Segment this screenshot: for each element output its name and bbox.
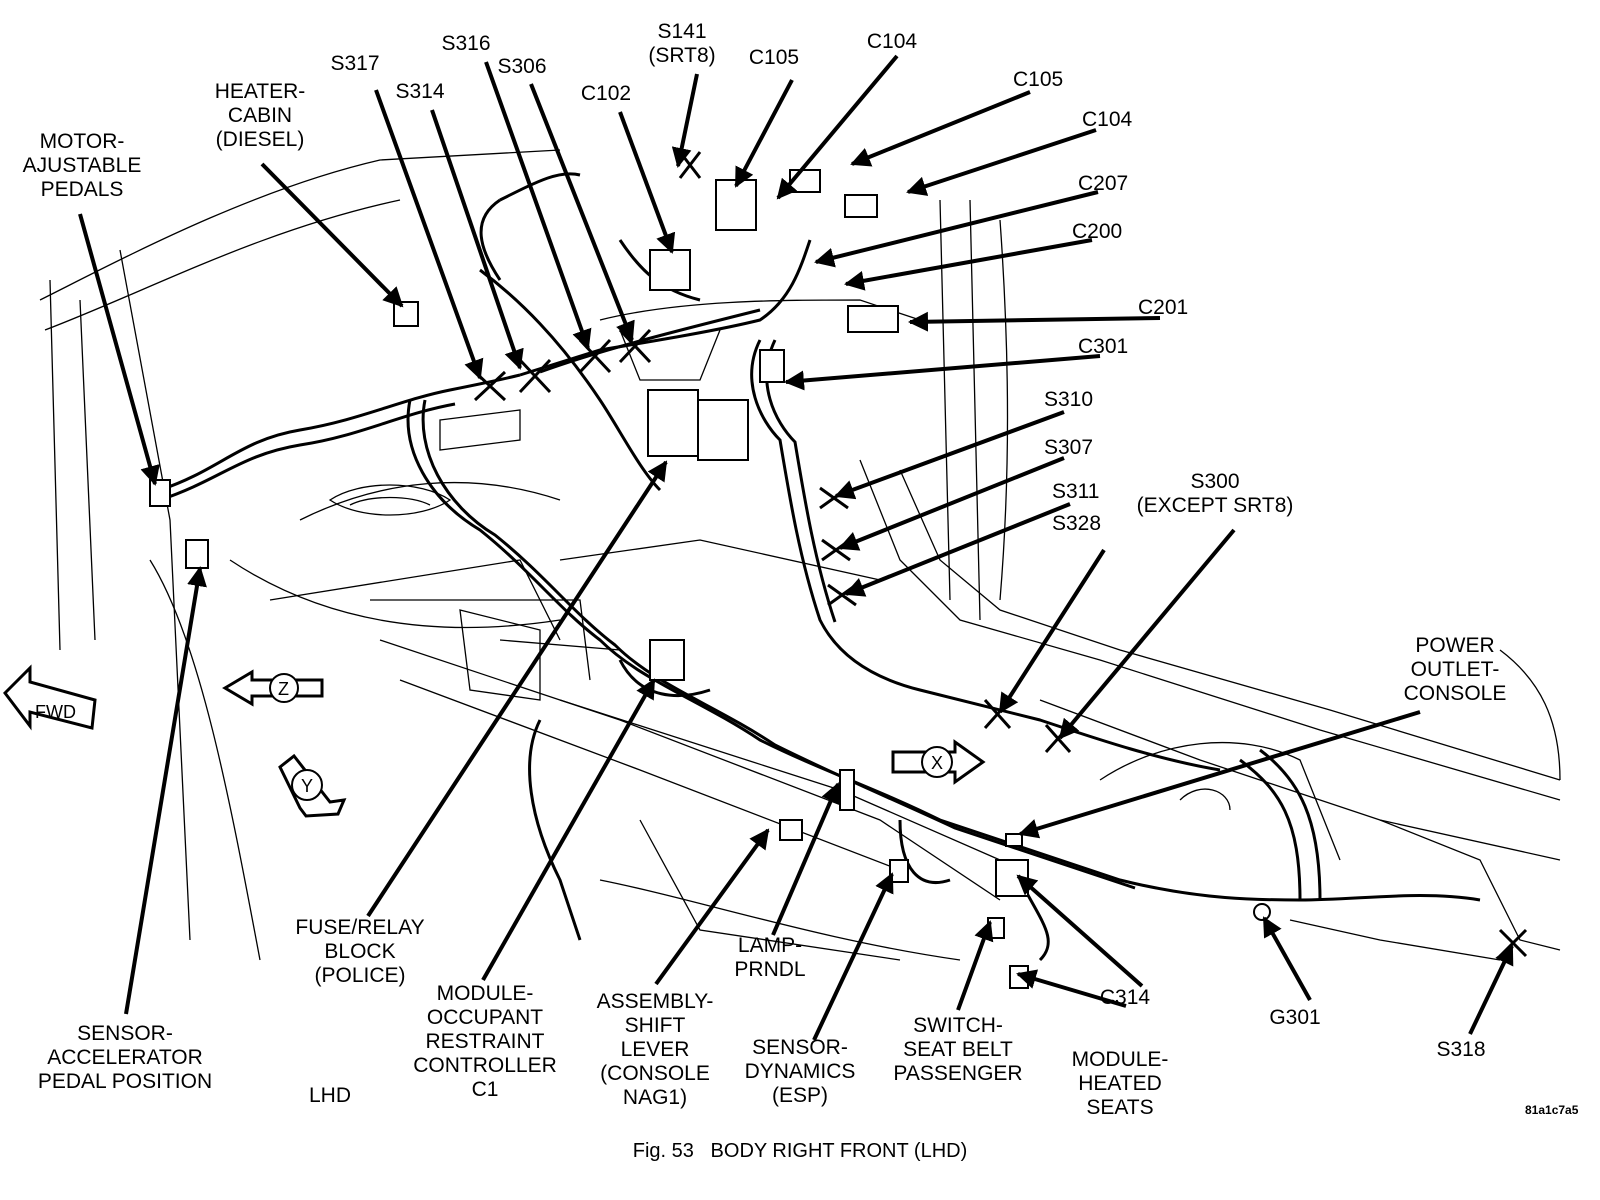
- connector-c102: [649, 249, 691, 291]
- connector-heater-cabin: [393, 301, 419, 327]
- connector-adjustable-pedals: [149, 479, 171, 507]
- label-s317: S317: [330, 52, 380, 75]
- z-axis-indicator: Z: [222, 669, 324, 707]
- label-s306: S306: [497, 55, 547, 78]
- connectors: [149, 169, 1271, 989]
- label-c301: C301: [1078, 335, 1129, 358]
- y-axis-indicator: Y: [278, 753, 347, 818]
- label-s328: S328: [1052, 512, 1102, 535]
- label-s141: S141 (SRT8): [648, 20, 716, 67]
- label-assembly-shift-lever: ASSEMBLY- SHIFT LEVER (CONSOLE NAG1): [596, 990, 714, 1109]
- x-axis-label: X: [931, 753, 943, 773]
- label-lamp-prndl: LAMP- PRNDL: [734, 934, 806, 981]
- label-s318: S318: [1436, 1038, 1486, 1061]
- label-s311: S311: [1052, 480, 1100, 503]
- label-sensor-dynamics: SENSOR- DYNAMICS (ESP): [744, 1036, 856, 1107]
- label-c207: C207: [1078, 172, 1129, 195]
- label-c104-top: C104: [866, 30, 918, 53]
- connector-accelerator-sensor: [185, 539, 209, 569]
- leader-lines: [78, 54, 1514, 1041]
- label-c102: C102: [580, 82, 632, 105]
- connector-c201: [847, 305, 899, 333]
- sensor-dynamics: [889, 859, 909, 883]
- fuse-relay-block: [647, 389, 699, 457]
- fuse-relay-block-b: [697, 399, 749, 461]
- label-motor-adjustable-pedals: MOTOR- AJUSTABLE PEDALS: [22, 130, 142, 201]
- label-s310: S310: [1044, 388, 1094, 411]
- label-heater-cabin: HEATER- CABIN (DIESEL): [214, 80, 306, 151]
- connector-occupant-restraint: [649, 639, 685, 681]
- fwd-arrow: FWD: [3, 664, 97, 731]
- connector-c105: [715, 179, 757, 231]
- ground-g301: [1253, 903, 1271, 921]
- label-c200: C200: [1072, 220, 1123, 243]
- label-module-heated-seats: MODULE- HEATED SEATS: [1071, 1048, 1169, 1119]
- z-axis-label: Z: [278, 679, 289, 699]
- label-s316: S316: [441, 32, 491, 55]
- connector-shift-lever: [779, 819, 803, 841]
- y-axis-label: Y: [301, 776, 313, 796]
- label-switch-seat-belt: SWITCH- SEAT BELT PASSENGER: [893, 1014, 1023, 1085]
- label-s300: S300 (EXCEPT SRT8): [1136, 470, 1294, 517]
- drive-side-label: LHD: [308, 1084, 351, 1107]
- label-c105-top: C105: [748, 46, 800, 69]
- figure-id: 81a1c7a5: [1525, 1103, 1579, 1117]
- connector-c104-b: [844, 194, 878, 218]
- label-c201: C201: [1138, 296, 1189, 319]
- label-c314: C314: [1099, 986, 1151, 1009]
- label-fuse-relay-block: FUSE/RELAY BLOCK (POLICE): [295, 916, 425, 987]
- label-sensor-accelerator: SENSOR- ACCELERATOR PEDAL POSITION: [37, 1022, 213, 1093]
- label-s314: S314: [395, 80, 445, 103]
- label-c105-right: C105: [1013, 68, 1064, 91]
- label-g301: G301: [1269, 1006, 1321, 1029]
- label-s307: S307: [1044, 436, 1094, 459]
- connector-c301: [759, 349, 785, 383]
- label-power-outlet-console: POWER OUTLET- CONSOLE: [1403, 634, 1507, 705]
- wiring-harness: [159, 172, 1481, 962]
- label-c104-right: C104: [1082, 108, 1133, 131]
- lamp-prndl: [839, 769, 855, 811]
- splice-markers: [473, 151, 1528, 958]
- fwd-arrow-label: FWD: [35, 702, 76, 722]
- switch-seat-belt: [987, 917, 1005, 939]
- figure-caption: Fig. 53 BODY RIGHT FRONT (LHD): [632, 1140, 968, 1162]
- label-module-occupant-restraint: MODULE- OCCUPANT RESTRAINT CONTROLLER C1: [413, 982, 557, 1101]
- power-outlet: [1005, 833, 1023, 847]
- x-axis-indicator: X: [891, 739, 986, 785]
